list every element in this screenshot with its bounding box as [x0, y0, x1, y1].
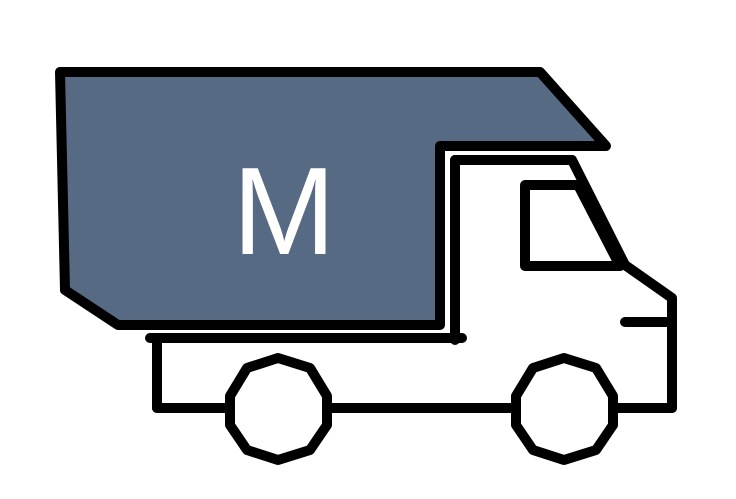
rear-wheel — [225, 353, 332, 465]
cab-window — [520, 180, 625, 271]
cargo-letter: M — [232, 143, 335, 281]
cargo-box — [55, 67, 611, 330]
truck-cab — [450, 155, 677, 413]
front-wheel — [511, 353, 618, 465]
